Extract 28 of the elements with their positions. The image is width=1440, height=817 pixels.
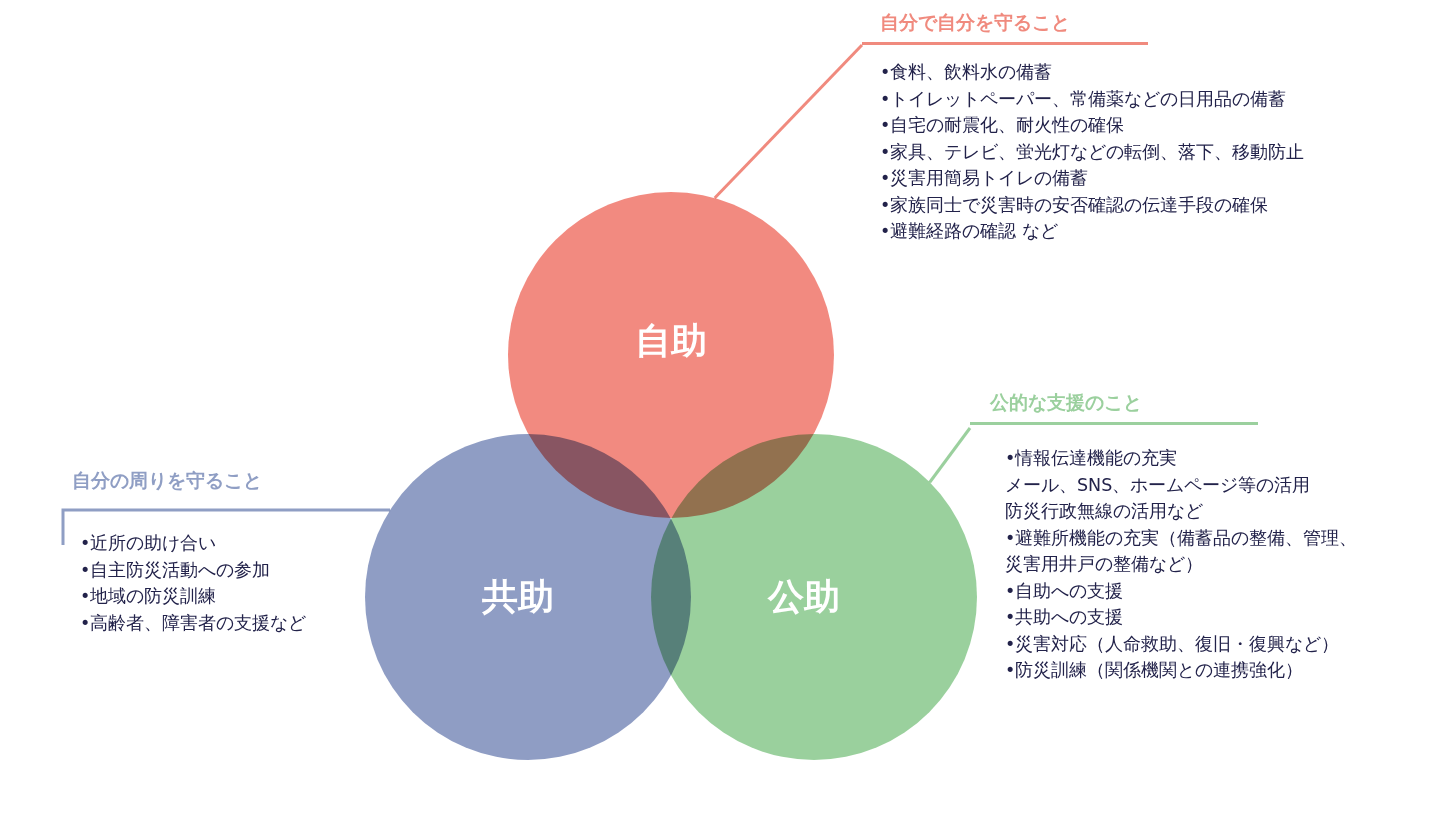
list-item: •避難所機能の充実（備蓄品の整備、管理、災害用井戸の整備など） xyxy=(1005,526,1359,576)
list-item: •家具、テレビ、蛍光灯などの転倒、落下、移動防止 xyxy=(880,140,1306,164)
list-item: •家族同士で災害時の安否確認の伝達手段の確保 xyxy=(880,193,1270,217)
list-item: 防災行政無線の活用など xyxy=(1005,500,1204,523)
list-item: •情報伝達機能の充実 xyxy=(1005,447,1179,470)
list-item: •近所の助け合い xyxy=(80,532,218,555)
circle-label: 共助 xyxy=(482,575,554,619)
leader-line xyxy=(61,508,391,545)
list-item: •避難経路の確認 など xyxy=(880,220,1059,243)
list-item: •地域の防災訓練 xyxy=(80,585,218,608)
list-item: •自宅の耐震化、耐火性の確保 xyxy=(880,114,1126,137)
circle-label: 自助 xyxy=(635,319,707,363)
leader-line xyxy=(713,43,864,199)
list-item: •食料、飲料水の備蓄 xyxy=(880,61,1054,84)
list-item: •共助への支援 xyxy=(1005,606,1125,629)
list-item: •自助への支援 xyxy=(1005,579,1125,603)
callout-heading: 自分の周りを守ること xyxy=(71,468,263,493)
leader-line xyxy=(928,427,972,484)
list-item: •災害対応（人命救助、復旧・復興など） xyxy=(1005,632,1341,656)
callout-heading: 自分で自分を守ること xyxy=(862,8,1148,45)
callout-heading: 公的な支援のこと xyxy=(970,388,1258,425)
list-item: •トイレットペーパー、常備薬などの日用品の備蓄 xyxy=(880,87,1288,111)
circle-label: 公助 xyxy=(768,575,840,619)
list-item: •災害用簡易トイレの備蓄 xyxy=(880,167,1090,190)
list-item: •自主防災活動への参加 xyxy=(80,558,272,582)
list-item: •防災訓練（関係機関との連携強化） xyxy=(1005,659,1305,682)
list-item: •高齢者、障害者の支援など xyxy=(80,611,308,635)
list-item: メール、SNS、ホームページ等の活用 xyxy=(1005,473,1312,497)
